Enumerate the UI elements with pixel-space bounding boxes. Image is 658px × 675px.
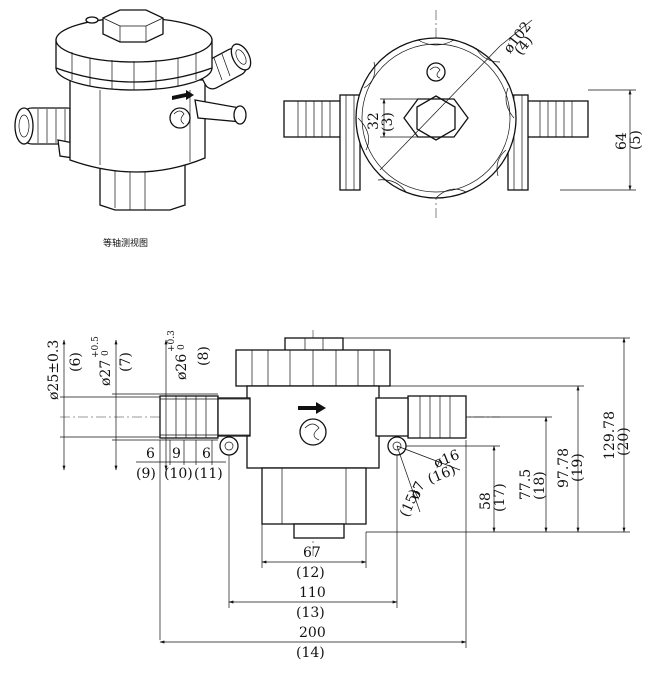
isometric-view: 等轴测视图 xyxy=(14,9,252,249)
front-dim-d25-ref: (6) xyxy=(68,352,84,372)
front-view: ø25±0.3 (6) ø27 +0.5 0 (7) ø26 +0.3 0 (8… xyxy=(46,330,632,661)
front-dim-h12978-ref: (20) xyxy=(616,427,632,456)
iso-cap xyxy=(55,9,213,91)
front-dim-h12978: 129.78 xyxy=(602,411,618,460)
side-dim-hex32-ref: (3) xyxy=(380,112,396,132)
front-dim-w110-ref: (13) xyxy=(296,605,325,621)
front-left-barb xyxy=(159,395,251,439)
front-dim-d27-ref: (7) xyxy=(118,352,134,372)
side-dim-h64-ref: (5) xyxy=(628,130,644,150)
front-dim-w6a-ref: (9) xyxy=(136,466,156,482)
front-dim-h9778: 97.78 xyxy=(556,448,572,488)
front-dim-w6a: 6 xyxy=(146,446,155,462)
front-dim-d27-tol-low: 0 xyxy=(101,350,111,356)
front-right-barb xyxy=(375,395,467,439)
front-left-lug xyxy=(219,436,239,456)
front-dim-d16-ref: (16) xyxy=(426,462,459,488)
front-dim-d26-ref: (8) xyxy=(196,346,212,366)
front-dim-w67-ref: (12) xyxy=(296,565,325,581)
iso-caption: 等轴测视图 xyxy=(103,237,148,249)
iso-flow-arrow-icon xyxy=(172,90,194,100)
side-dim-hex32: 32 xyxy=(366,112,382,130)
iso-right-barb xyxy=(198,43,252,90)
front-dim-h775: 77.5 xyxy=(518,469,534,500)
front-bottom-plug xyxy=(293,523,345,539)
front-dim-d25: ø25±0.3 xyxy=(46,340,62,400)
front-dim-w200-ref: (14) xyxy=(296,645,325,661)
front-dim-d26: ø26 xyxy=(174,354,190,380)
side-left-barb xyxy=(283,100,351,138)
front-flow-arrow-icon xyxy=(298,402,326,414)
front-dim-d7-ref: (15) xyxy=(397,487,423,520)
front-dim-w9-ref: (10) xyxy=(164,466,193,482)
front-dim-w110: 110 xyxy=(299,585,326,601)
front-dim-d26-tol-up: +0.3 xyxy=(167,330,177,352)
side-hex-nut xyxy=(416,95,456,141)
side-dim-h64: 64 xyxy=(614,132,630,150)
front-dim-d27: ø27 xyxy=(98,360,114,386)
front-dim-d27-tol-up: +0.5 xyxy=(91,336,101,358)
front-dim-d7: ø7 xyxy=(407,479,429,501)
front-dim-w6b: 6 xyxy=(202,446,211,462)
front-dim-h9778-ref: (19) xyxy=(570,453,586,482)
front-dim-h775-ref: (18) xyxy=(532,471,548,500)
iso-main-body xyxy=(69,79,206,173)
front-dim-d26-tol-low: 0 xyxy=(177,344,187,350)
front-dim-w6b-ref: (11) xyxy=(194,466,223,482)
side-logo-icon xyxy=(426,62,446,82)
iso-right-lug xyxy=(233,105,247,125)
front-dim-h58: 58 xyxy=(478,492,494,510)
side-right-barb xyxy=(521,100,589,138)
front-logo-icon xyxy=(299,418,327,446)
front-dim-w67: 67 xyxy=(303,545,321,561)
front-dim-h58-ref: (17) xyxy=(492,483,508,512)
side-cap-scallops xyxy=(357,39,515,199)
front-lower-housing xyxy=(261,467,367,525)
front-dim-w200: 200 xyxy=(299,625,326,641)
front-dim-w9: 9 xyxy=(172,446,181,462)
side-view: ø102 (4) 32 (3) 64 (5) xyxy=(283,10,644,218)
